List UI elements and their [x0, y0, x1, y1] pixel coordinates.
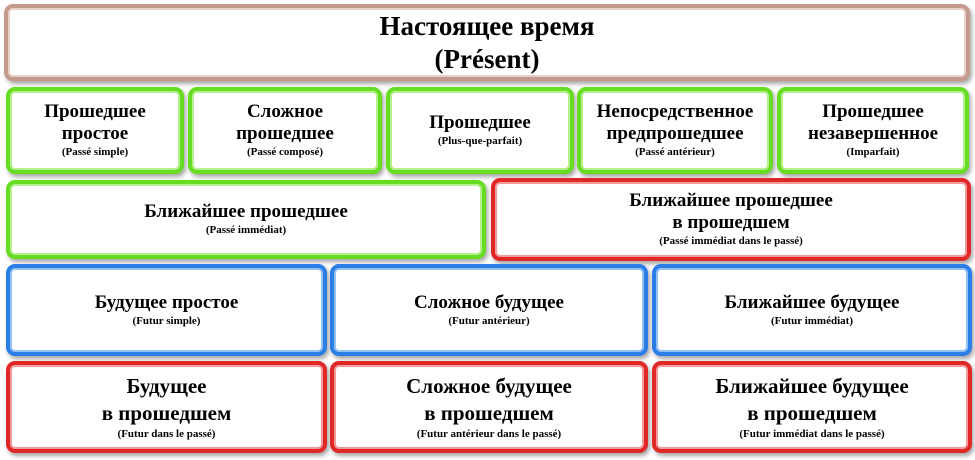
passe-compose-name-1: Сложное — [246, 101, 324, 122]
imparfait-fr: (Imparfait) — [846, 146, 900, 158]
plus-que-parfait-fr: (Plus-que-parfait) — [437, 135, 523, 147]
futur-immediat-dans-le-passe-box: Ближайшее будущее в прошедшем (Futur imm… — [652, 361, 972, 453]
futur-anterieur-dans-le-passe-name-1: Сложное будущее — [406, 373, 572, 398]
passe-immediat-dans-le-passe-name-2: в прошедшем — [672, 212, 790, 233]
passe-immediat-box: Ближайшее прошедшее (Passé immédiat) — [6, 180, 486, 259]
futur-anterieur-dans-le-passe-fr: (Futur antérieur dans le passé) — [416, 427, 562, 440]
futur-simple-name: Будущее простое — [94, 291, 239, 313]
passe-immediat-fr: (Passé immédiat) — [205, 224, 287, 236]
passe-anterieur-box: Непосредственное предпрошедшее (Passé an… — [577, 87, 773, 174]
passe-compose-fr: (Passé composé) — [246, 146, 324, 158]
present-title: Настоящее время — [379, 10, 595, 41]
imparfait-name-2: незавершенное — [807, 123, 939, 144]
passe-immediat-dans-le-passe-box: Ближайшее прошедшее в прошедшем (Passé i… — [491, 178, 971, 261]
passe-anterieur-name-1: Непосредственное — [596, 101, 754, 122]
futur-anterieur-box: Сложное будущее (Futur antérieur) — [330, 264, 648, 356]
futur-dans-le-passe-name-2: в прошедшем — [101, 400, 232, 425]
futur-anterieur-name: Сложное будущее — [414, 291, 564, 313]
futur-immediat-name: Ближайшее будущее — [724, 291, 900, 313]
futur-immediat-dans-le-passe-fr: (Futur immédiat dans le passé) — [739, 427, 885, 440]
futur-dans-le-passe-name-1: Будущее — [126, 373, 207, 398]
passe-compose-box: Сложное прошедшее (Passé composé) — [188, 87, 382, 174]
futur-anterieur-dans-le-passe-box: Сложное будущее в прошедшем (Futur antér… — [330, 361, 648, 453]
imparfait-box: Прошедшее незавершенное (Imparfait) — [777, 87, 969, 174]
passe-immediat-dans-le-passe-fr: (Passé immédiat dans le passé) — [659, 235, 803, 247]
futur-anterieur-dans-le-passe-name-2: в прошедшем — [424, 400, 554, 425]
past-simple-fr: (Passé simple) — [61, 146, 129, 158]
plus-que-parfait-box: Прошедшее (Plus-que-parfait) — [386, 87, 574, 174]
plus-que-parfait-name: Прошедшее — [429, 112, 531, 133]
futur-immediat-dans-le-passe-name-2: в прошедшем — [747, 400, 877, 425]
futur-dans-le-passe-fr: (Futur dans le passé) — [117, 427, 216, 440]
present-subtitle: (Présent) — [434, 43, 540, 74]
passe-anterieur-name-2: предпрошедшее — [606, 123, 744, 144]
passe-anterieur-fr: (Passé antérieur) — [635, 146, 715, 158]
futur-anterieur-fr: (Futur antérieur) — [448, 314, 530, 327]
futur-immediat-dans-le-passe-name-1: Ближайшее будущее — [715, 373, 909, 398]
past-simple-name-1: Прошедшее — [44, 101, 146, 122]
futur-simple-fr: (Futur simple) — [132, 314, 201, 327]
past-simple-box: Прошедшее простое (Passé simple) — [6, 87, 184, 174]
passe-immediat-dans-le-passe-name-1: Ближайшее прошедшее — [629, 190, 833, 211]
passe-immediat-name: Ближайшее прошедшее — [144, 201, 348, 222]
futur-immediat-fr: (Futur immédiat) — [771, 314, 853, 327]
futur-dans-le-passe-box: Будущее в прошедшем (Futur dans le passé… — [6, 361, 327, 453]
futur-immediat-box: Ближайшее будущее (Futur immédiat) — [652, 264, 972, 356]
present-tense-box: Настоящее время (Présent) — [4, 4, 970, 81]
past-simple-name-2: простое — [61, 123, 129, 144]
imparfait-name-1: Прошедшее — [822, 101, 924, 122]
passe-compose-name-2: прошедшее — [236, 123, 334, 144]
futur-simple-box: Будущее простое (Futur simple) — [6, 264, 327, 356]
